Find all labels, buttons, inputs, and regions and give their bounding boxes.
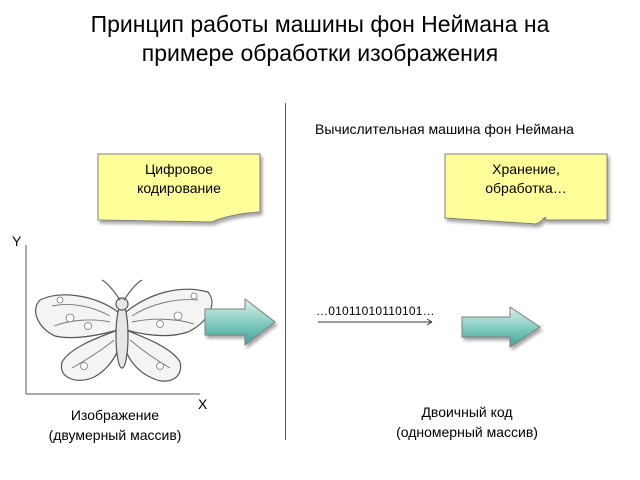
binary-code-text: …01011010110101…	[316, 304, 435, 318]
page-title: Принцип работы машины фон Неймана на при…	[90, 11, 550, 66]
machine-label: Вычислительная машина фон Неймана	[315, 121, 574, 137]
binary-underline-arrow	[318, 318, 433, 326]
axis-y-label: Y	[12, 233, 22, 249]
butterfly-image	[35, 279, 213, 382]
caption-image: Изображение (двумерный массив)	[48, 407, 182, 443]
note-left-shape	[97, 153, 261, 223]
note-right-text: Хранение, обработка…	[485, 161, 567, 196]
right-arrow-icon-left	[204, 297, 276, 347]
caption-binary: Двоичный код (одномерный массив)	[396, 404, 538, 440]
note-right-shape	[444, 153, 608, 225]
axis-x-label: X	[198, 396, 208, 412]
image-axes	[25, 245, 200, 395]
right-arrow-icon-right	[461, 306, 541, 348]
divider-line	[285, 103, 286, 440]
note-left-text: Цифровое кодирование	[137, 161, 221, 196]
